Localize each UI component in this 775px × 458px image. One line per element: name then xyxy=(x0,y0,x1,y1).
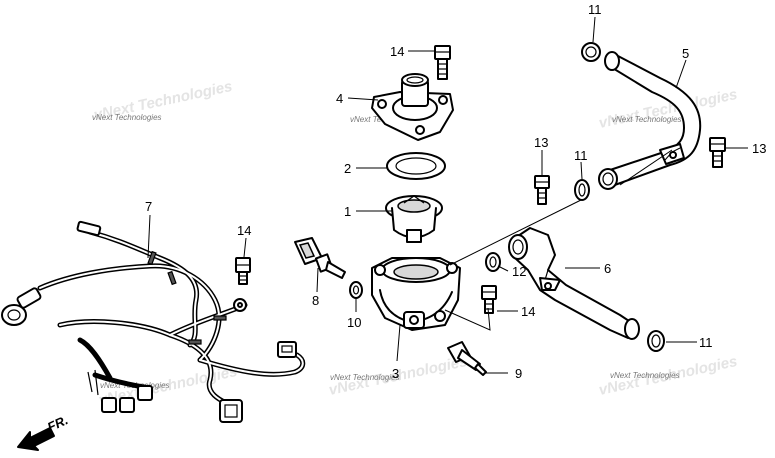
callout-14-left: 14 xyxy=(237,223,251,238)
washer-10 xyxy=(349,281,363,299)
callouts: 1 2 3 4 5 6 7 8 9 10 11 11 11 12 13 13 1… xyxy=(145,2,766,381)
callout-11-top: 11 xyxy=(588,2,602,17)
callout-10: 10 xyxy=(347,315,361,330)
front-direction-indicator: FR. xyxy=(17,412,70,451)
callout-3: 3 xyxy=(392,366,399,381)
direction-label: FR. xyxy=(45,412,70,434)
callout-11-middle: 11 xyxy=(574,148,588,163)
o-ring-11-top xyxy=(581,42,601,62)
callout-8: 8 xyxy=(312,293,319,308)
bolt-14-bottom xyxy=(481,285,497,314)
callout-14-top: 14 xyxy=(390,44,404,59)
bolt-14-top xyxy=(434,45,451,80)
callout-13-middle: 13 xyxy=(534,135,548,150)
sensor-9 xyxy=(447,341,487,376)
o-ring-12 xyxy=(485,252,501,272)
bolt-14-left xyxy=(235,257,251,285)
callout-5: 5 xyxy=(682,46,689,61)
thermostat-1 xyxy=(385,195,443,243)
bolt-13-right xyxy=(709,137,726,168)
gasket-2 xyxy=(386,152,446,180)
callout-1: 1 xyxy=(344,204,351,219)
o-ring-11-bottom xyxy=(647,330,665,352)
watermark-text: vNext Technologies xyxy=(612,115,682,124)
callout-9: 9 xyxy=(515,366,522,381)
water-pipe-5 xyxy=(598,51,702,190)
watermark-text: vNext Technologies xyxy=(610,371,680,380)
temperature-sensor-8 xyxy=(294,237,346,279)
water-pipe-6 xyxy=(508,227,640,340)
callout-11-bottom: 11 xyxy=(699,335,713,350)
front-arrow-icon xyxy=(17,427,55,451)
thermostat-housing-3 xyxy=(371,257,461,331)
leader-lines xyxy=(147,16,748,374)
o-ring-11-middle xyxy=(574,179,590,201)
watermark-text: vNext Technologies xyxy=(330,373,400,382)
wire-harness xyxy=(1,220,306,423)
callout-2: 2 xyxy=(344,161,351,176)
callout-4: 4 xyxy=(336,91,343,106)
thermostat-cover-4 xyxy=(371,73,454,141)
callout-12: 12 xyxy=(512,264,526,279)
callout-13-right: 13 xyxy=(752,141,766,156)
callout-14-bottom: 14 xyxy=(521,304,535,319)
callout-6: 6 xyxy=(604,261,611,276)
watermark-text: vNext Technologies xyxy=(92,113,162,122)
bolt-13-middle xyxy=(534,175,550,205)
callout-7: 7 xyxy=(145,199,152,214)
